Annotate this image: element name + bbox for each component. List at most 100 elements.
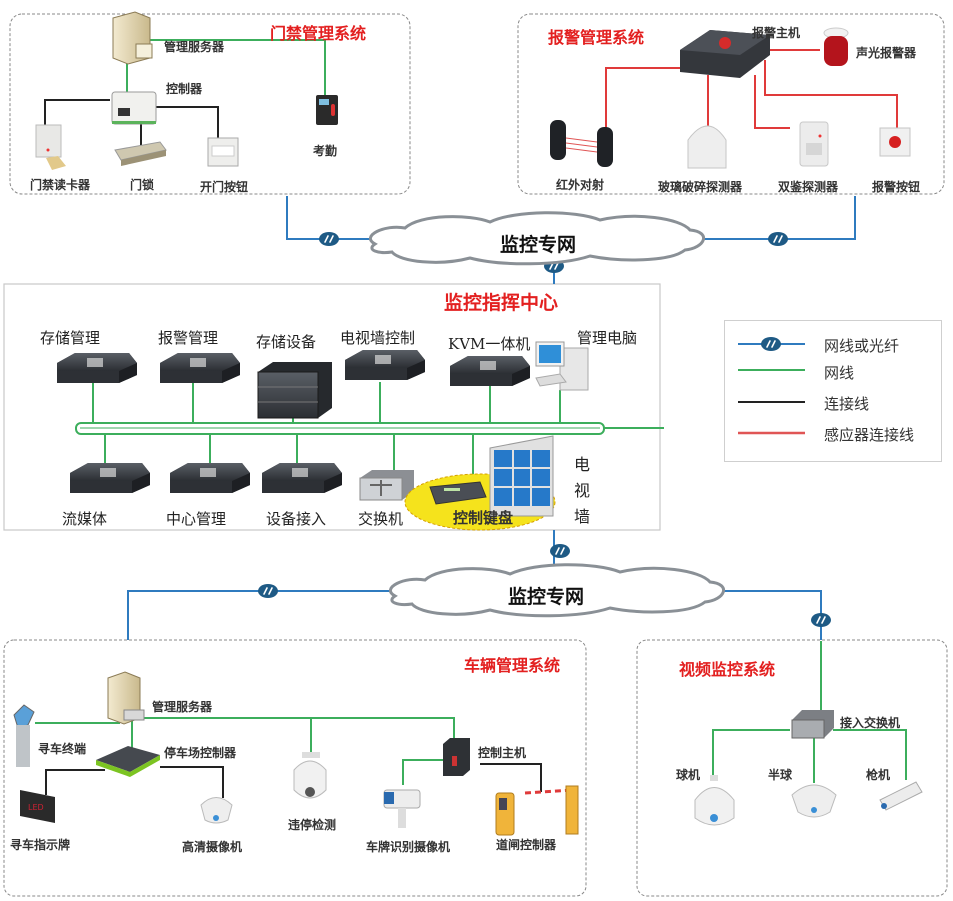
video-box: [636, 639, 948, 897]
video-title: 视频监控系统: [679, 660, 776, 679]
search-terminal-icon: [13, 704, 35, 767]
private-network-label: 监控专网: [508, 586, 585, 608]
alarm-management-device-icon: [160, 353, 240, 383]
top-device-label: 存储管理: [40, 329, 101, 347]
vehicle-title: 车辆管理系统: [464, 656, 561, 675]
alarm-host-icon: [680, 30, 770, 78]
control-host-icon: [443, 738, 470, 776]
kvm-console-icon: [450, 356, 530, 386]
glass-break-label: 玻璃破碎探测器: [658, 180, 743, 194]
cloud-icon: [368, 211, 705, 266]
search-terminal-label: 寻车终端: [38, 742, 87, 756]
guide-sign-label: 寻车指示牌: [10, 838, 71, 852]
bullet-label: 枪机: [866, 768, 891, 782]
net-node-icon: [767, 231, 789, 247]
infrared-beam-icon: [550, 120, 613, 167]
card-reader-icon: [35, 124, 66, 170]
alarm-button-label: 报警按钮: [872, 180, 921, 194]
exit-button-icon: [207, 137, 239, 167]
alarm-title: 报警管理系统: [548, 28, 645, 47]
controller-icon: [111, 91, 157, 125]
access-switch-icon: [791, 710, 834, 739]
legend-label: 连接线: [824, 395, 870, 413]
legend-label: 感应器连接线: [824, 426, 915, 444]
siren-label: 声光报警器: [856, 46, 917, 60]
attendance-label: 考勤: [313, 144, 338, 158]
center-bus: [75, 422, 664, 435]
storage-management-device-icon: [57, 353, 137, 383]
alarm-button-icon: [879, 127, 911, 157]
top-device-label: 电视墙控制: [340, 329, 416, 347]
violation-detect-camera-icon: [293, 752, 327, 799]
half-dome-camera-icon: [791, 784, 837, 818]
dome-label: 球机: [676, 768, 701, 782]
control-keyboard-icon: [429, 481, 487, 505]
top-device-label: 管理电脑: [577, 329, 638, 347]
bullet-camera-icon: [879, 781, 923, 811]
dual-tech-label: 双鉴探测器: [778, 180, 839, 194]
door-lock-label: 门锁: [130, 178, 155, 192]
net-node-icon: [318, 231, 340, 247]
control-keyboard-label: 控制键盘: [453, 509, 514, 527]
bottom-device-label: 流媒体: [62, 510, 108, 528]
vehicle-box: [3, 639, 587, 897]
center-management-device-icon: [170, 463, 250, 493]
glass-break-detector-icon: [687, 125, 727, 169]
access-control-box: [9, 13, 411, 195]
alarm-host-label: 报警主机: [752, 26, 801, 40]
top-device-label: KVM一体机: [448, 335, 531, 353]
infrared-label: 红外对射: [556, 178, 605, 192]
bottom-device-label: 中心管理: [166, 510, 227, 528]
access-server-label: 管理服务器: [164, 40, 225, 54]
exit-button-label: 开门按钮: [200, 180, 249, 194]
top-device-label: 报警管理: [158, 329, 219, 347]
half-dome-label: 半球: [768, 768, 793, 782]
center-drops: [92, 382, 561, 480]
cloud-icon: [388, 563, 725, 618]
attendance-icon: [316, 95, 338, 125]
violation-detect-label: 违停检测: [288, 818, 337, 832]
controller-label: 控制器: [166, 82, 203, 96]
barrier-controller-icon: [495, 785, 579, 836]
plate-camera-icon: [383, 789, 421, 828]
video-wires: [712, 641, 907, 783]
storage-device-icon: [257, 362, 332, 419]
dome-camera-icon: [694, 775, 735, 826]
guide-sign-icon: LED: [20, 790, 55, 823]
legend-label: 网线: [824, 364, 855, 382]
net-node-icon: [257, 583, 279, 599]
management-pc-icon: [535, 341, 589, 391]
door-lock-icon: [114, 141, 167, 166]
siren-icon: [823, 27, 849, 66]
private-network-label: 监控专网: [500, 234, 577, 256]
card-reader-label: 门禁读卡器: [30, 178, 91, 192]
command-center-box: [3, 283, 661, 531]
hd-camera-label: 高清摄像机: [182, 840, 243, 854]
alarm-wires: [605, 49, 898, 129]
barrier-controller-label: 道闸控制器: [496, 838, 557, 852]
legend-swatches: [738, 336, 805, 435]
streaming-media-device-icon: [70, 463, 150, 493]
svg-text:LED: LED: [28, 803, 44, 812]
net-node-icon: [810, 612, 832, 628]
server-icon: [112, 11, 153, 65]
plate-camera-label: 车牌识别摄像机: [366, 840, 451, 854]
tv-wall-controller-icon: [345, 350, 425, 380]
vehicle-server-icon: [107, 671, 145, 725]
tv-wall-label: 电视墙: [574, 455, 591, 526]
legend-label: 网线或光纤: [824, 337, 900, 355]
bottom-device-label: 设备接入: [266, 510, 327, 528]
tv-wall-icon: [489, 435, 554, 517]
alarm-box: [517, 13, 945, 195]
parking-controller-icon: [96, 746, 160, 777]
bottom-device-label: 交换机: [358, 510, 404, 528]
top-device-label: 存储设备: [256, 333, 317, 351]
dual-tech-detector-icon: [799, 121, 829, 167]
parking-controller-label: 停车场控制器: [164, 746, 237, 760]
net-node-icon: [549, 543, 571, 559]
access-control-title: 门禁管理系统: [270, 24, 367, 43]
hd-camera-icon: [200, 797, 233, 824]
command-center-title: 监控指挥中心: [444, 292, 559, 314]
device-access-icon: [262, 463, 342, 493]
